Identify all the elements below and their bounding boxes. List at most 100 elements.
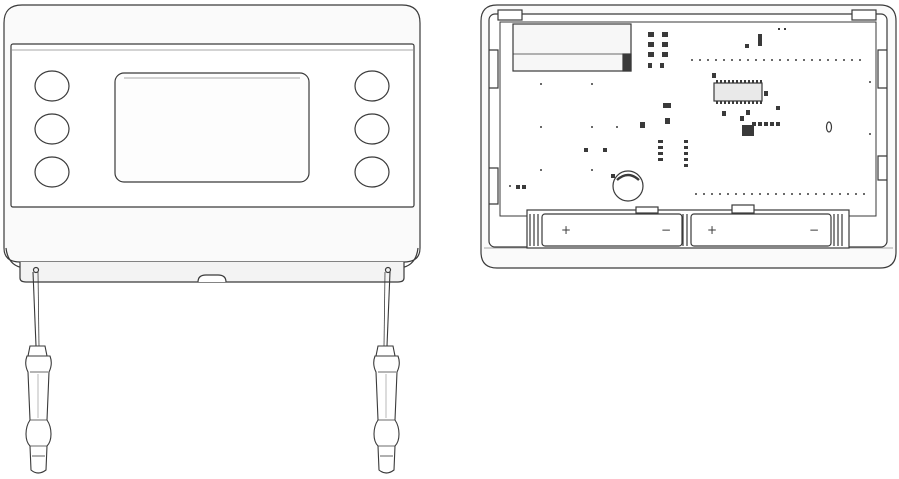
smd-component bbox=[662, 42, 668, 47]
chip-pin bbox=[716, 101, 718, 104]
right-button-top bbox=[354, 70, 390, 102]
test-point bbox=[540, 83, 542, 85]
smd-component bbox=[603, 148, 607, 152]
screwdriver-left-handle bbox=[25, 355, 52, 474]
chip-pin bbox=[736, 101, 738, 104]
pcb-pad bbox=[771, 59, 773, 61]
screwdriver-right-ferrule bbox=[375, 345, 396, 357]
pcb-pad bbox=[703, 193, 705, 195]
smd-component bbox=[758, 122, 762, 126]
display-window bbox=[114, 72, 310, 183]
chip-pin bbox=[732, 80, 734, 83]
pcb-pad bbox=[699, 59, 701, 61]
top-clip-left bbox=[497, 9, 523, 21]
chip-pin bbox=[732, 101, 734, 104]
chip-pin bbox=[760, 80, 762, 83]
pcb-pad bbox=[847, 193, 849, 195]
chip-pin bbox=[728, 101, 730, 104]
battery-contact-left bbox=[529, 214, 539, 246]
chip-pin bbox=[748, 80, 750, 83]
test-point bbox=[869, 81, 871, 83]
test-point bbox=[540, 169, 542, 171]
smd-component bbox=[648, 42, 654, 47]
screwdriver-right-handle bbox=[373, 355, 400, 474]
smd-component bbox=[665, 118, 670, 124]
smd-component bbox=[712, 73, 716, 78]
pcb-pad bbox=[727, 193, 729, 195]
relay-component bbox=[512, 23, 632, 72]
pcb-pad bbox=[859, 59, 861, 61]
screwdriver-left-ferrule bbox=[27, 345, 48, 357]
smd-component bbox=[764, 91, 768, 96]
smd-component bbox=[778, 28, 780, 30]
chip-pin bbox=[752, 80, 754, 83]
battery-1-positive-label: + bbox=[561, 223, 571, 237]
chip-pin bbox=[752, 101, 754, 104]
test-point bbox=[591, 126, 593, 128]
chip-pin bbox=[756, 80, 758, 83]
pcb-pad bbox=[827, 59, 829, 61]
open-view bbox=[480, 4, 897, 269]
battery-1-negative-label: − bbox=[661, 223, 671, 237]
smd-component bbox=[640, 122, 645, 128]
smd-component bbox=[745, 44, 749, 48]
smd-component bbox=[758, 34, 762, 46]
battery-1 bbox=[541, 213, 683, 247]
pcb-pad bbox=[731, 59, 733, 61]
pcb-pad bbox=[735, 193, 737, 195]
battery-compartment-tab-right bbox=[731, 204, 755, 214]
pcb-pad bbox=[807, 193, 809, 195]
smd-component bbox=[658, 152, 663, 155]
right-button-bottom bbox=[354, 156, 390, 188]
test-point bbox=[509, 185, 511, 187]
right-release-hole bbox=[384, 266, 392, 274]
smd-component bbox=[662, 52, 668, 57]
pcb-pad bbox=[711, 193, 713, 195]
test-point bbox=[540, 126, 542, 128]
smd-component bbox=[648, 52, 654, 57]
pcb-pad bbox=[823, 193, 825, 195]
smd-component bbox=[658, 140, 663, 143]
transistor-component bbox=[742, 125, 754, 136]
smd-component bbox=[740, 116, 744, 121]
chip-pin bbox=[728, 80, 730, 83]
chip-pin bbox=[756, 101, 758, 104]
pcb-pad bbox=[851, 59, 853, 61]
chip-pin bbox=[720, 101, 722, 104]
battery-2-negative-label: − bbox=[809, 223, 819, 237]
battery-contact-right bbox=[833, 214, 843, 246]
pcb-pad bbox=[799, 193, 801, 195]
left-button-top bbox=[34, 70, 70, 102]
pcb-pad bbox=[767, 193, 769, 195]
pcb-pad bbox=[763, 59, 765, 61]
test-point bbox=[869, 133, 871, 135]
smd-component bbox=[522, 185, 526, 189]
smd-component bbox=[663, 103, 671, 108]
left-side-clip-lower bbox=[489, 167, 499, 205]
front-view bbox=[3, 4, 421, 283]
pcb-pad bbox=[755, 59, 757, 61]
smd-component bbox=[784, 28, 786, 30]
chip-pin bbox=[740, 80, 742, 83]
pcb-pad bbox=[715, 59, 717, 61]
test-point bbox=[591, 83, 593, 85]
battery-2-positive-label: + bbox=[707, 223, 717, 237]
pcb-pad bbox=[707, 59, 709, 61]
chip-pin bbox=[736, 80, 738, 83]
pcb-pad bbox=[855, 193, 857, 195]
microcontroller-chip bbox=[713, 82, 763, 102]
smd-component bbox=[662, 32, 668, 37]
smd-component bbox=[648, 32, 654, 37]
pcb-pad bbox=[723, 59, 725, 61]
pcb-pad bbox=[791, 193, 793, 195]
pcb-pad bbox=[783, 193, 785, 195]
smd-component bbox=[611, 174, 615, 178]
pcb-pad bbox=[759, 193, 761, 195]
chip-pin bbox=[720, 80, 722, 83]
front-base-notch bbox=[197, 274, 227, 283]
pcb-pad bbox=[811, 59, 813, 61]
smd-component bbox=[752, 122, 756, 126]
chip-pin bbox=[724, 101, 726, 104]
pcb-pad bbox=[803, 59, 805, 61]
chip-pin bbox=[760, 101, 762, 104]
